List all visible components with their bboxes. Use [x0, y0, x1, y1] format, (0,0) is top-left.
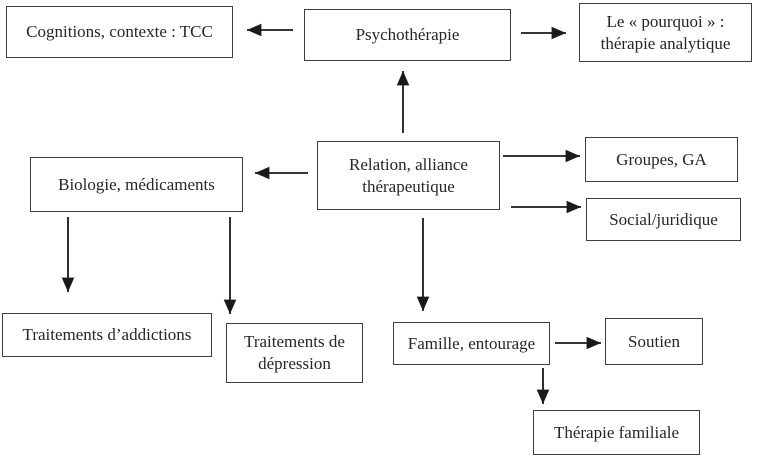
- box-traitements-depression: Traitements de dépression: [226, 323, 363, 383]
- box-famille-entourage: Famille, entourage: [393, 322, 550, 365]
- box-biologie-medicaments: Biologie, médicaments: [30, 157, 243, 212]
- box-groupes-ga: Groupes, GA: [585, 137, 738, 182]
- box-social-juridique: Social/juridique: [586, 198, 741, 241]
- box-traitements-addictions: Traitements d’addictions: [2, 313, 212, 357]
- box-soutien: Soutien: [605, 318, 703, 365]
- box-cognitions-tcc: Cognitions, contexte : TCC: [6, 6, 233, 58]
- box-relation-alliance: Relation, alliance thérapeutique: [317, 141, 500, 210]
- box-therapie-analytique: Le « pourquoi » : thérapie analytique: [579, 3, 752, 62]
- box-therapie-familiale: Thérapie familiale: [533, 410, 700, 455]
- box-psychotherapie: Psychothérapie: [304, 9, 511, 61]
